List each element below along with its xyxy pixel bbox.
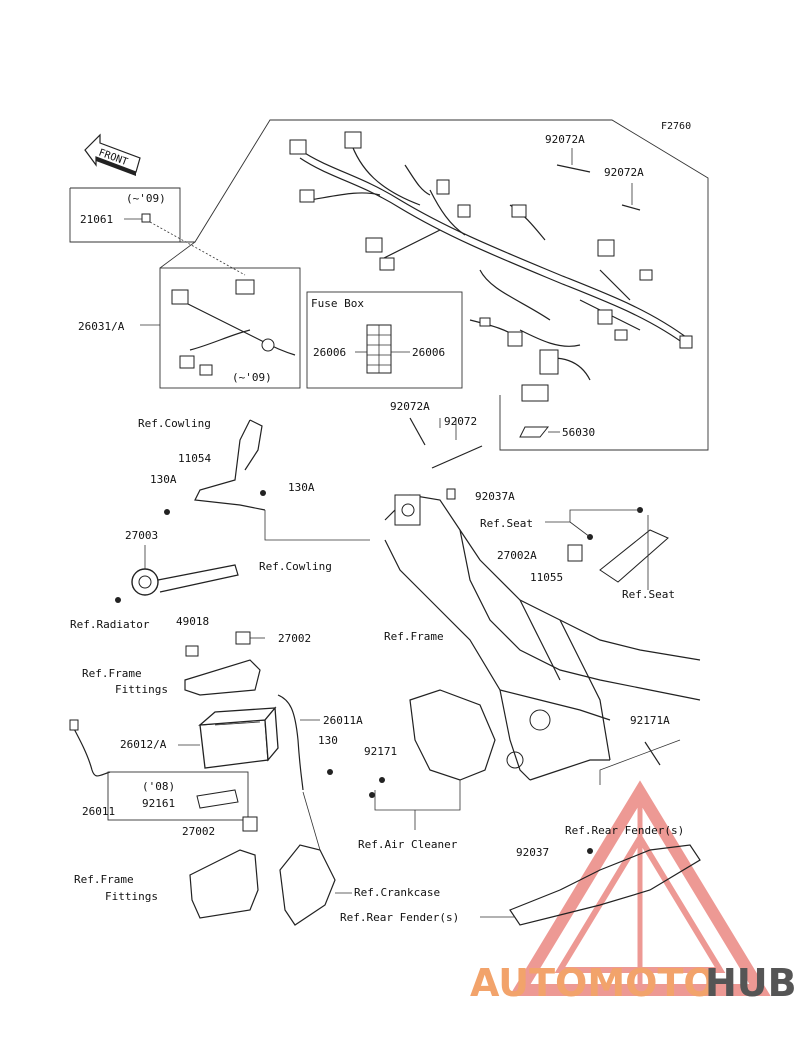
relay-27002-2 [242,816,258,832]
label-130A-2: 130A [288,481,315,494]
label-11055: 11055 [530,571,563,584]
bolt-130 [327,769,333,775]
label-27002-1: 27002 [278,632,311,645]
tie-wrap-92072A-3 [409,417,426,446]
watermark-logo: AUTOMOTO HUB [470,961,797,1005]
label-26011: 26011 [82,805,115,818]
label-26006-left: 26006 [313,346,346,359]
tie-wrap-92072A-2 [621,204,641,211]
label-130A-1: 130A [150,473,177,486]
part-56030 [519,426,550,438]
clip-92037 [587,848,593,854]
pad-92161-box [107,771,249,821]
tie-wrap-92072A-1 [556,164,591,173]
label-ref-air-cleaner: Ref.Air Cleaner [358,838,458,851]
label-26006-right: 26006 [412,346,445,359]
label-ref-cowling-1: Ref.Cowling [138,417,211,430]
frame [384,494,701,781]
tie-92171A [644,741,661,766]
label-26011A: 26011A [323,714,363,727]
label-ref-rear-fender-2: Ref.Rear Fender(s) [340,911,459,924]
label-11054: 11054 [178,452,211,465]
label-26012A: 26012/A [120,738,167,751]
label-27002-2: 27002 [182,825,215,838]
label-to09-a: (~'09) [126,192,166,205]
label-92072A-1: 92072A [545,133,585,146]
label-21061: 21061 [80,213,113,226]
label-ref-rear-fender-1: Ref.Rear Fender(s) [565,824,684,837]
air-cleaner [409,689,496,781]
label-ref-cowling-2: Ref.Cowling [259,560,332,573]
label-130: 130 [318,734,338,747]
label-27003: 27003 [125,529,158,542]
label-ref-frame-fittings-2a: Ref.Frame [74,873,134,886]
watermark-part1: AUTOMOTO [470,961,716,1005]
front-arrow-icon: FRONT [84,133,141,176]
watermark-part2: HUB [705,961,797,1005]
label-ref-frame: Ref.Frame [384,630,444,643]
main-wiring-harness [289,131,693,402]
bracket-49018 [184,645,261,696]
sub-harness-26031A [171,279,296,376]
tie-wrap-92072 [431,445,483,469]
clip-21061 [141,213,151,223]
label-92072: 92072 [444,415,477,428]
label-56030: 56030 [562,426,595,439]
clip-92171 [379,777,385,783]
battery-26012A [198,706,279,769]
label-92072A-2: 92072A [604,166,644,179]
label-ref-frame-fittings-1b: Fittings [115,683,168,696]
cable-26011A [277,694,304,791]
label-92072A-3: 92072A [390,400,430,413]
figure-code: F2760 [661,121,691,132]
label-to09-b: (~'09) [232,371,272,384]
label-27002A: 27002A [497,549,537,562]
fuse-box [366,324,392,374]
label-92037A: 92037A [475,490,515,503]
label-49018: 49018 [176,615,209,628]
label-92037: 92037 [516,846,549,859]
pad-92161 [196,789,239,809]
bracket-11054 [164,419,266,515]
label-26031A: 26031/A [78,320,125,333]
watermark-triangle [509,780,771,996]
clip-92037A [446,488,456,500]
relay-27002-1 [235,631,251,645]
crankcase-cover [279,844,336,926]
label-92171A: 92171A [630,714,670,727]
label-92171: 92171 [364,745,397,758]
label-ref-crankcase: Ref.Crankcase [354,886,440,899]
label-ref-seat-2: Ref.Seat [622,588,675,601]
label-92161: 92161 [142,797,175,810]
seat-lock-11055 [567,507,669,583]
label-08: ('08) [142,780,175,793]
label-fuse-box: Fuse Box [311,297,364,310]
harness-group-outline [69,119,709,451]
battery-case [189,849,259,919]
cable-26011 [71,724,111,777]
horn-27003 [115,564,239,603]
label-ref-radiator: Ref.Radiator [70,618,150,631]
rear-fender [509,844,701,926]
label-ref-frame-fittings-2b: Fittings [105,890,158,903]
label-ref-frame-fittings-1a: Ref.Frame [82,667,142,680]
label-ref-seat-1: Ref.Seat [480,517,533,530]
